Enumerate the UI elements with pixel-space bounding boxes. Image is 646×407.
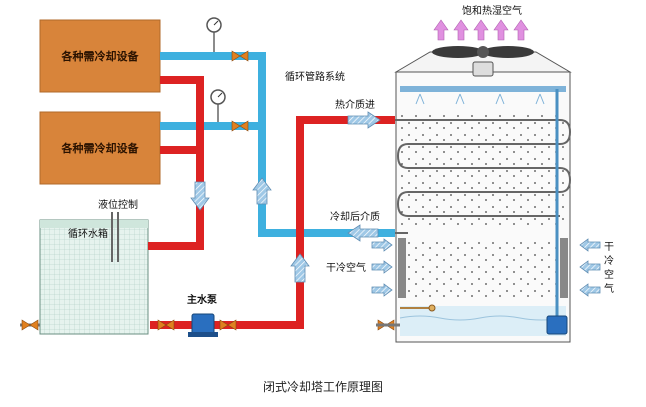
cool-out-label: 冷却后介质: [330, 210, 380, 223]
circuit-label: 循环管路系统: [285, 70, 345, 83]
spray-nozzle-icon: [415, 93, 545, 105]
top-air-label: 饱和热湿空气: [462, 4, 522, 17]
fan-icon: [432, 46, 534, 77]
float-ball-icon: [428, 304, 436, 312]
diagram-caption: 闭式冷却塔工作原理图: [263, 380, 383, 394]
spray-pump-icon: [546, 315, 568, 335]
valve-icon: [21, 50, 395, 331]
main-pump-label: 主水泵: [187, 293, 218, 306]
dry-air-right-label-3: 空: [604, 268, 614, 281]
equipment-box-1: [39, 19, 161, 93]
hot-in-label: 热介质进: [335, 98, 375, 111]
heat-exchange-coil: [395, 119, 572, 217]
steam-icon: [433, 19, 529, 41]
equipment-label-1: 各种需冷却设备: [61, 49, 140, 63]
pressure-gauge-icon: [206, 17, 226, 122]
dry-air-right-label-4: 气: [604, 282, 614, 295]
pump-icon: [188, 313, 218, 337]
hot-pipe-fade: [160, 146, 200, 154]
equipment-box-2: [39, 111, 161, 185]
dry-air-right-label-1: 干: [604, 242, 614, 253]
dry-air-left-label: 干冷空气: [326, 261, 366, 274]
equipment-label-2: 各种需冷却设备: [61, 141, 140, 155]
tank-label: 循环水箱: [68, 227, 108, 240]
cooling-tower: [394, 51, 572, 343]
circulation-tank: [39, 212, 149, 335]
level-control-label: 液位控制: [98, 198, 138, 211]
dry-air-right-label-2: 冷: [604, 254, 614, 267]
